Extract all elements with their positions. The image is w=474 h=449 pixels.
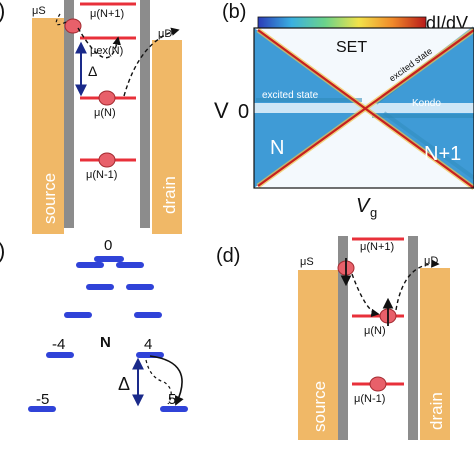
y-zero-tick: 0 [238,101,249,123]
spin-level [28,406,56,412]
tunnel-in-d [351,273,380,318]
tick-right: 4 [144,336,152,353]
drain-lead [152,40,182,234]
tunnel-path-out [123,27,180,97]
panel-a: ) Δ μS μD μ(N+1) μex(N) μ(N) μ(N-1) sour… [0,0,182,234]
spin-level [46,352,74,358]
center-n-label: N [100,334,111,351]
spin-level [86,284,114,290]
source-dash [55,13,67,26]
drain-label-d: drain [427,392,446,430]
electron-level-n-minus-1-d [369,376,387,392]
panel-d: (d) μS μD μ(N+1) μ(N) μ(N-1) source drai… [216,236,450,440]
tick-left: -4 [52,336,65,353]
excited-line-bottom [382,111,474,180]
mu-s-label-d: μS [300,256,314,268]
colorbar [257,16,427,29]
panel-a-label: ) [0,0,5,23]
mu-d-label-d: μD [424,255,438,267]
level-label-n-plus-1-d: μ(N+1) [360,241,394,253]
source-lead [32,18,64,234]
spin-level [76,262,104,268]
x-axis-label-sub: g [370,205,377,220]
ridge-2 [257,29,474,187]
spin-level [160,406,188,412]
mu-s-label: μS [32,5,46,17]
panel-d-label: (d) [216,245,240,267]
spin-level [134,312,162,318]
level-label-n-minus-1-d: μ(N-1) [354,393,385,405]
region-n-label: N [270,137,284,159]
panel-b: (b) dI/dV SET excited state excited stat… [214,1,474,220]
delta-label: Δ [88,63,97,79]
plot-frame [253,27,474,189]
tunnel-path-in [77,27,121,59]
source-label: source [40,173,59,224]
right-barrier-d [408,236,418,440]
source-label-d: source [310,381,329,432]
drain-lead-d [420,268,450,440]
tick-bottom-left: -5 [36,391,49,408]
excited-state-left-label: excited state [262,90,319,101]
level-label-n: μ(N) [94,107,116,119]
panel-b-label: (b) [222,1,246,23]
level-label-n-minus-1: μ(N-1) [86,169,117,181]
tunnel-out-d [395,259,440,311]
level-label-excited: μex(N) [90,45,123,57]
tick-bottom-right: 5 [168,391,176,408]
spin-level [94,256,124,262]
electron-level-n [98,90,116,106]
y-axis-label: V [214,98,229,123]
panel-c-label: ) [0,238,5,263]
level-label-n-plus-1: μ(N+1) [90,8,124,20]
x-axis-label: V [356,195,371,217]
mu-d-label: μD [158,28,172,40]
region-n-plus-1-label: N+1 [424,143,461,165]
right-barrier [140,0,150,228]
spin-level [64,312,92,318]
left-barrier [64,0,74,228]
drain-label: drain [160,176,179,214]
electron-level-n-minus-1 [98,152,116,168]
spin-level [126,284,154,290]
source-lead-d [298,270,338,440]
kondo-label: Kondo [412,98,441,109]
transition-arc-solid [149,355,184,406]
left-barrier-d [338,236,348,440]
set-label: SET [336,39,367,56]
delta-label-c: Δ [118,374,130,394]
level-label-n-d: μ(N) [364,325,386,337]
electron-source [64,18,82,34]
tick-top: 0 [104,237,112,254]
panel-c: ) 0 -4 4 N -5 5 Δ [0,237,188,412]
spin-level [116,262,144,268]
